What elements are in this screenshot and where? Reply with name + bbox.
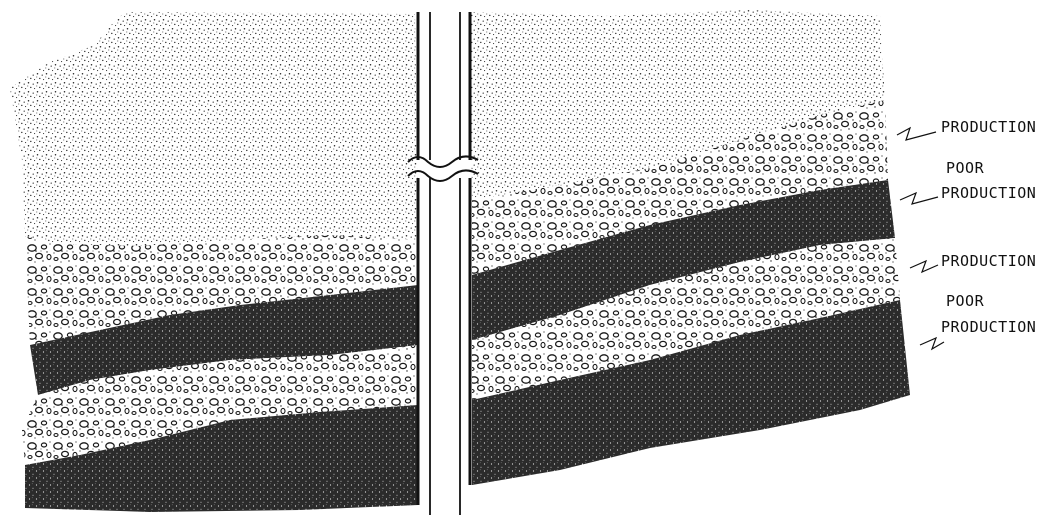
- right-block: [470, 10, 910, 485]
- label-leaders: [897, 128, 944, 349]
- label-production-1: PRODUCTION: [941, 120, 1036, 135]
- leader-production-2: [910, 261, 938, 272]
- leader-production-1: [897, 128, 936, 140]
- left-fine-sand-layer: [10, 12, 418, 246]
- label-poor-production-1: PRODUCTION: [941, 186, 1036, 201]
- well-casing: [418, 12, 470, 518]
- label-poor-1: POOR: [946, 161, 984, 176]
- label-poor-2: POOR: [946, 294, 984, 309]
- leader-poor-production-1: [900, 193, 938, 204]
- label-poor-production-2: PRODUCTION: [941, 320, 1036, 335]
- left-block: [10, 12, 418, 512]
- well-bore: [408, 12, 478, 518]
- label-production-2: PRODUCTION: [941, 254, 1036, 269]
- leader-poor-production-2: [920, 338, 944, 349]
